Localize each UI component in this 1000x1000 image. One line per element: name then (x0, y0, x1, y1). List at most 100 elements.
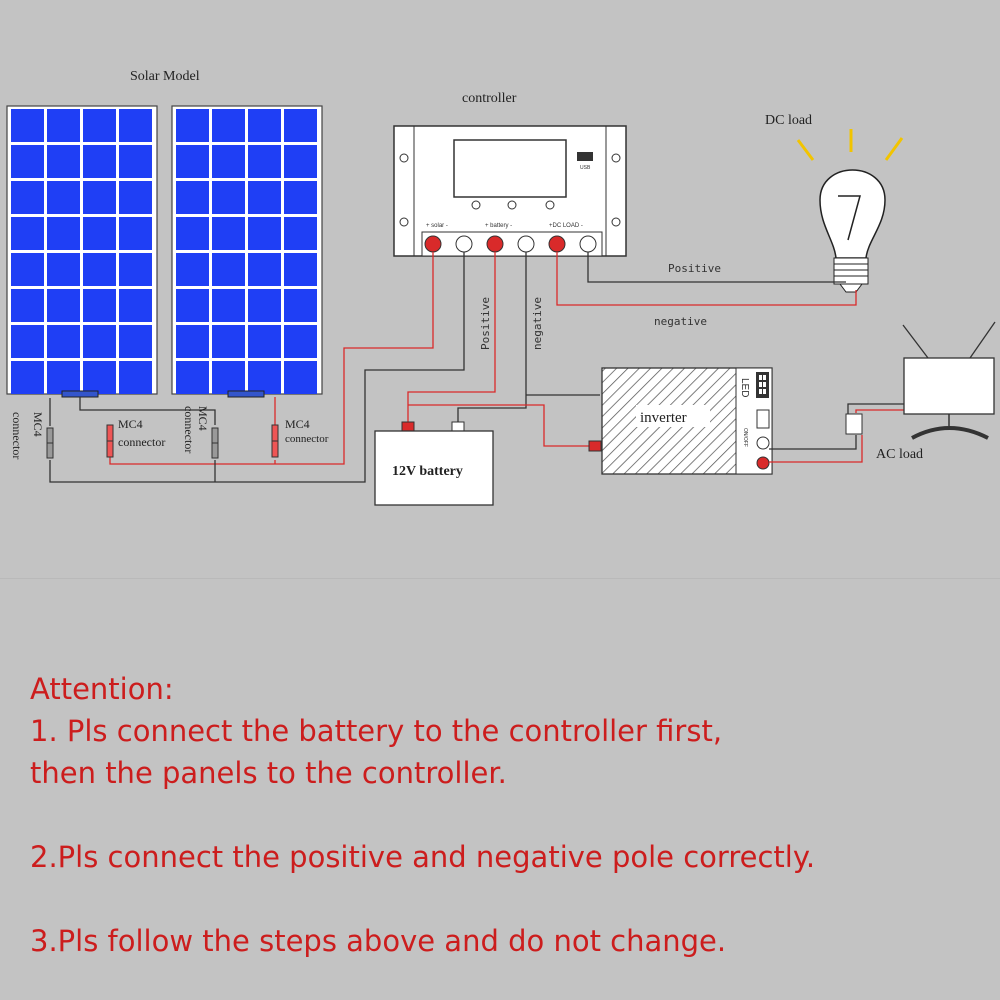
solar-cell (212, 325, 245, 358)
solar-cell (83, 181, 116, 214)
controller-title: controller (462, 91, 517, 106)
solar-cell (47, 361, 80, 394)
solar-cell (212, 289, 245, 322)
led-label: LED (739, 378, 750, 397)
solar-cell (284, 361, 317, 394)
solar-cell (83, 145, 116, 178)
solar-cell (119, 109, 152, 142)
mc4-connector-icon (106, 424, 114, 458)
solar-cell (284, 325, 317, 358)
mc4-label: MC4 (196, 406, 210, 431)
solar-cell (47, 325, 80, 358)
positive-label-horizontal: Positive (668, 262, 721, 275)
controller-button (507, 200, 517, 210)
terminal-battery-negative (517, 235, 535, 253)
solar-cell (248, 145, 281, 178)
solar-cell (83, 361, 116, 394)
mc4-label: MC4 (118, 417, 143, 431)
tv-icon (902, 321, 996, 440)
led-indicator-icon (756, 372, 769, 398)
terminal-load-negative (579, 235, 597, 253)
mc4-connector-icon (46, 427, 54, 459)
usb-label: USB (580, 165, 591, 171)
wire-battery-positive (407, 252, 496, 425)
solar-cell (11, 253, 44, 286)
positive-label-vertical: Positive (479, 297, 492, 350)
solar-panel-left (6, 105, 158, 395)
controller-button (545, 200, 555, 210)
attention-step-1-continued: then the panels to the controller. (30, 756, 507, 790)
solar-wiring-diagram: Solar Model controller USB + solar - + b… (6, 69, 996, 506)
solar-cell (248, 109, 281, 142)
terminal-label-solar: + solar - (426, 223, 448, 229)
solar-cell (47, 145, 80, 178)
junction-box-left (61, 390, 99, 398)
solar-cell (47, 109, 80, 142)
solar-cell (11, 325, 44, 358)
wire-solar-negative (49, 252, 465, 483)
solar-model-title: Solar Model (130, 69, 200, 84)
connector-label: connector (285, 433, 329, 445)
solar-cell (212, 181, 245, 214)
solar-cell (212, 145, 245, 178)
solar-cell (212, 109, 245, 142)
inverter-switch-icon (756, 409, 770, 429)
attention-step-3: 3.Pls follow the steps above and do not … (30, 924, 727, 958)
solar-cell (248, 289, 281, 322)
terminal-solar-positive (424, 235, 442, 253)
solar-cell (83, 109, 116, 142)
solar-cell (83, 325, 116, 358)
solar-cell (47, 217, 80, 250)
solar-cell (176, 109, 209, 142)
wire-ac-1 (769, 435, 857, 450)
solar-cell (11, 361, 44, 394)
terminal-label-load: +DC LOAD - (549, 223, 583, 229)
solar-cell (176, 289, 209, 322)
mc4-connector-icon (211, 427, 219, 459)
solar-cell (83, 289, 116, 322)
divider (0, 578, 1000, 579)
charge-controller: USB + solar - + battery - +DC LOAD - (393, 125, 627, 257)
solar-cell (284, 217, 317, 250)
inverter-outlet-icon (756, 456, 770, 470)
solar-cell (176, 325, 209, 358)
ac-load-label: AC load (876, 447, 923, 462)
attention-title: Attention: (30, 672, 174, 706)
inverter-side-label: ON/OFF (742, 428, 748, 447)
junction-box-right (227, 390, 265, 398)
wire-load-positive (556, 252, 857, 306)
solar-cell (284, 289, 317, 322)
wire-ac-3 (847, 403, 904, 418)
ac-plug-icon (845, 413, 863, 435)
solar-cell (176, 181, 209, 214)
solar-cell (119, 361, 152, 394)
solar-cell (11, 181, 44, 214)
solar-cell (284, 145, 317, 178)
terminal-battery-positive (486, 235, 504, 253)
mc4-connector-icon (271, 424, 279, 458)
terminal-load-positive (548, 235, 566, 253)
controller-display (453, 139, 567, 198)
bulb-icon (796, 129, 904, 293)
solar-cell (47, 289, 80, 322)
attention-notes: Attention: 1. Pls connect the battery to… (30, 668, 980, 962)
terminal-label-battery: + battery - (485, 223, 512, 229)
solar-cell (119, 289, 152, 322)
terminal-solar-negative (455, 235, 473, 253)
connector-label: connector (118, 435, 165, 449)
solar-cell (176, 253, 209, 286)
panel-cells (11, 109, 152, 394)
solar-cell (11, 145, 44, 178)
solar-panel-right (171, 105, 323, 395)
inverter-outlet-icon (756, 436, 770, 450)
battery: 12V battery (374, 421, 494, 506)
solar-cell (47, 253, 80, 286)
dc-load-label: DC load (765, 113, 812, 128)
solar-cell (284, 253, 317, 286)
mc4-label: MC4 (31, 412, 45, 437)
connector-label: connector (10, 412, 24, 459)
solar-cell (176, 145, 209, 178)
battery-label: 12V battery (392, 464, 463, 479)
solar-cell (83, 253, 116, 286)
wire-inverter-positive (408, 404, 598, 447)
